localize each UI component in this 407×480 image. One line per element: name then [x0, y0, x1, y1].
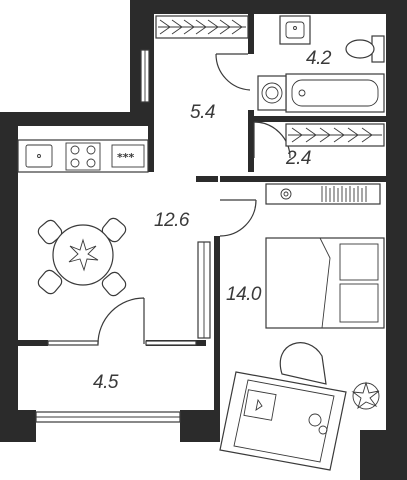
door-icon — [253, 121, 291, 159]
doors — [97, 53, 291, 345]
door-icon — [215, 53, 251, 91]
chair-icon — [37, 269, 63, 295]
bed-icon — [265, 237, 385, 329]
window-icon — [140, 49, 150, 103]
plant-icon — [351, 381, 380, 410]
window-icon — [47, 340, 197, 346]
office-chair-icon — [279, 342, 327, 385]
chair-icon — [37, 219, 63, 245]
area-label-kitchen-living: 12.6 — [154, 210, 190, 231]
oven-controls: *** — [111, 144, 145, 168]
dining-table-icon — [37, 217, 127, 297]
desk-icon — [219, 342, 347, 471]
area-label-bathroom: 4.2 — [306, 48, 332, 69]
sink-icon — [279, 15, 311, 45]
chair-icon — [101, 271, 127, 297]
washing-machine-icon — [257, 75, 287, 111]
windows — [35, 49, 211, 423]
window-icon — [35, 411, 181, 423]
bathtub-icon — [285, 73, 385, 113]
toilet-icon — [345, 35, 385, 63]
svg-text:***: *** — [117, 151, 135, 164]
bookshelf — [265, 183, 381, 205]
area-label-hallway: 5.4 — [190, 102, 215, 123]
kitchen-sink-icon — [25, 144, 53, 168]
wardrobe-hangers-icon — [285, 123, 385, 147]
room-labels: 4.2 5.4 2.4 12.6 14.0 4.5 — [93, 48, 332, 393]
area-label-balcony: 4.5 — [93, 372, 119, 393]
window-icon — [197, 241, 211, 339]
door-icon — [97, 297, 145, 345]
area-label-bedroom: 14.0 — [226, 284, 262, 305]
area-label-wardrobe: 2.4 — [285, 148, 311, 169]
wardrobe-hangers-icon — [155, 15, 249, 39]
stove-icon — [65, 142, 101, 171]
door-icon — [219, 199, 257, 237]
